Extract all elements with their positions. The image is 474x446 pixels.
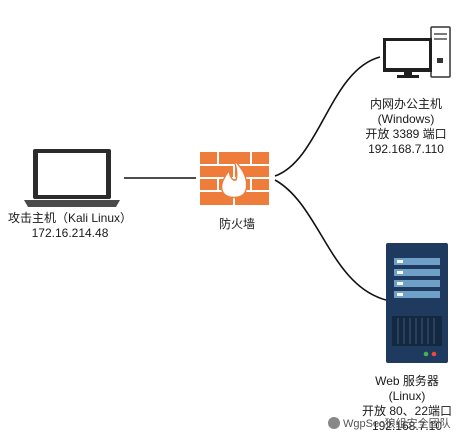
watermark-text: WgpSec狼组安全团队 <box>343 418 451 430</box>
office-host-ports: 开放 3389 端口 <box>365 127 447 141</box>
web-server-name: Web 服务器 <box>375 374 439 388</box>
office-host-ip: 192.168.7.110 <box>368 142 444 156</box>
office-host-label: 内网办公主机 (Windows) 开放 3389 端口 192.168.7.11… <box>346 97 466 157</box>
link-firewall-web <box>274 179 387 301</box>
office-host-os: (Windows) <box>377 112 435 126</box>
attacker-ip: 172.16.214.48 <box>31 226 109 240</box>
desktop-computer-icon <box>383 26 451 78</box>
web-server-ports: 开放 80、22端口 <box>361 404 453 418</box>
firewall-icon <box>200 152 269 205</box>
attacker-label: 攻击主机（Kali Linux） 172.16.214.48 <box>0 211 140 241</box>
laptop-icon <box>24 149 120 207</box>
watermark: WgpSec狼组安全团队 <box>328 415 451 431</box>
web-server-ip: 192.168.7.10 <box>371 419 443 433</box>
wechat-icon <box>328 417 340 429</box>
attacker-name: 攻击主机（Kali Linux） <box>7 211 133 225</box>
link-firewall-office <box>274 56 381 177</box>
firewall-label: 防火墙 <box>218 217 255 231</box>
office-host-name: 内网办公主机 <box>369 97 442 111</box>
web-server-os: (Linux) <box>388 389 426 403</box>
server-icon <box>386 243 448 363</box>
web-server-label: Web 服务器 (Linux) 开放 80、22端口 192.168.7.10 <box>352 374 462 434</box>
